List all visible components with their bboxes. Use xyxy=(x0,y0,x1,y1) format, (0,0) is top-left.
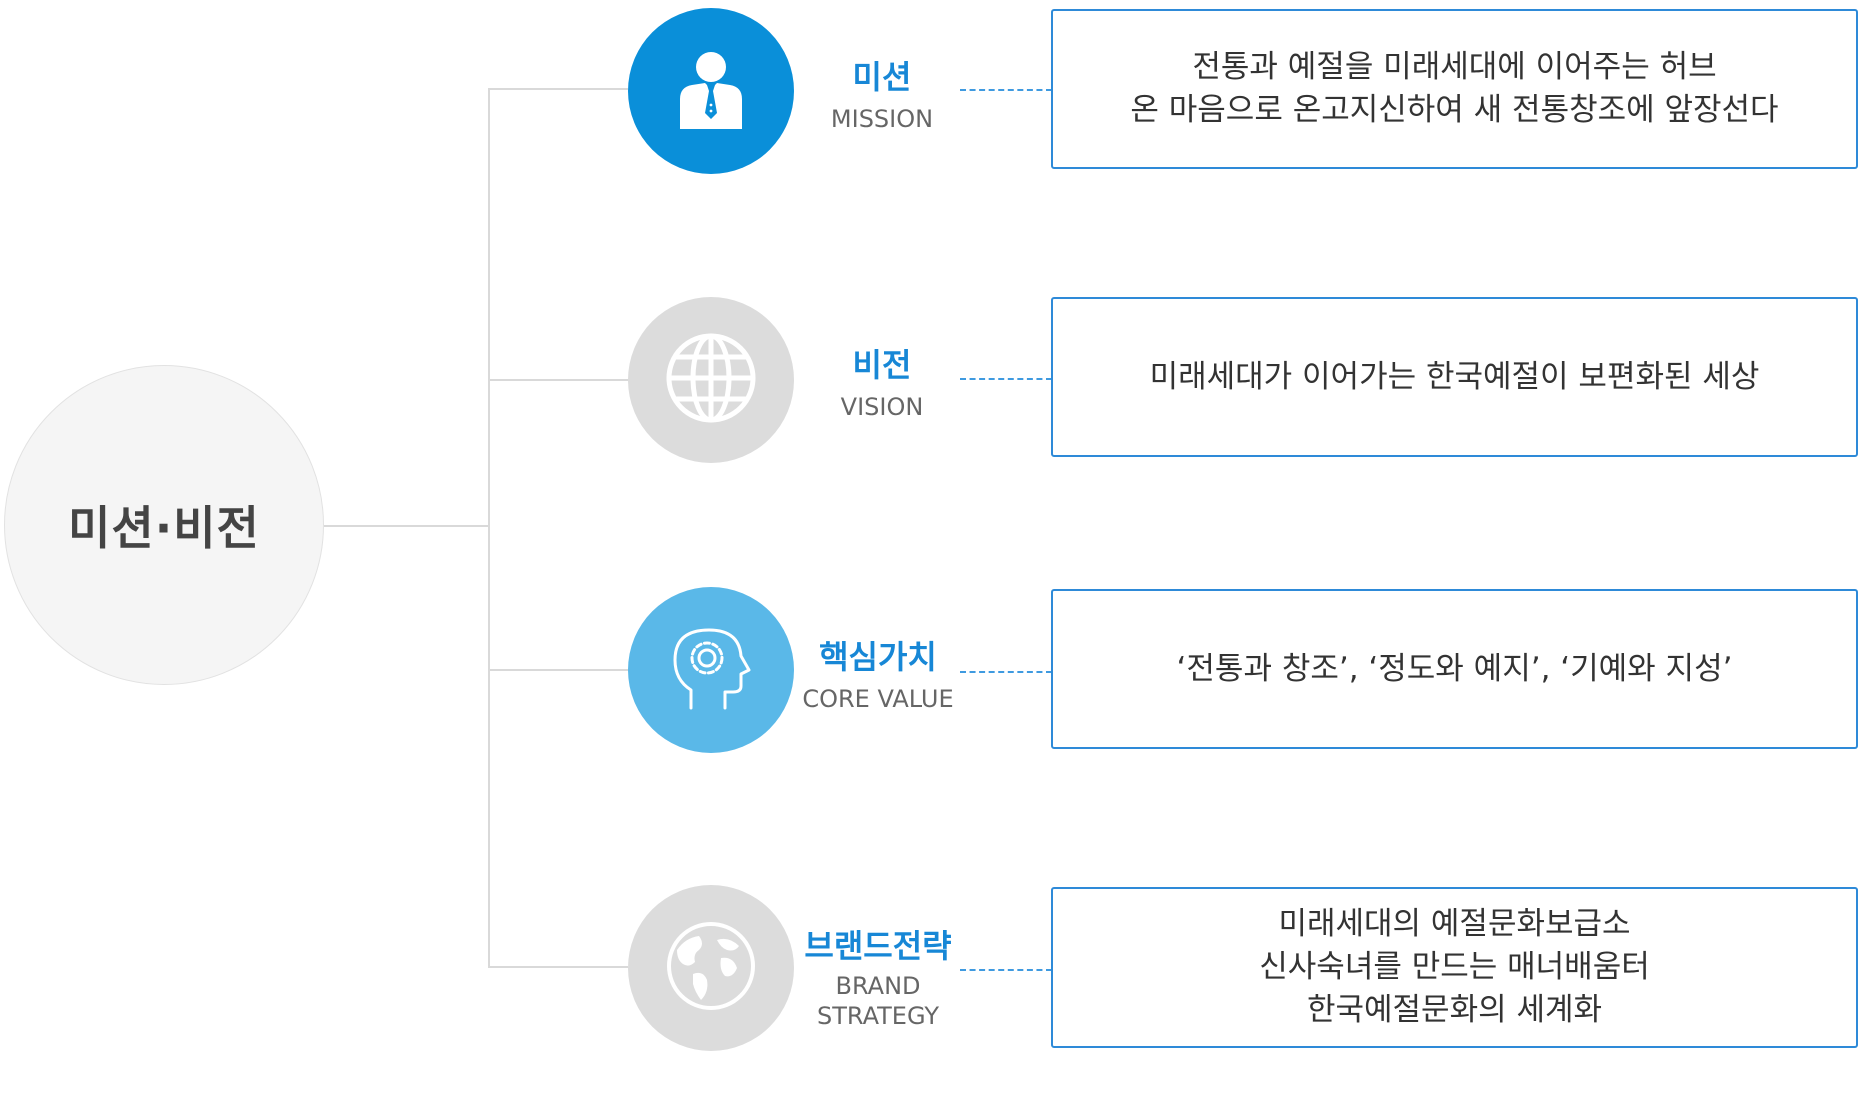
brand-strategy-subtitle-1: BRAND xyxy=(835,972,921,1000)
connector-branch-mission xyxy=(488,88,628,90)
core-value-dashed-connector xyxy=(960,671,1052,673)
mission-statement-box: 전통과 예절을 미래세대에 이어주는 허브 온 마음으로 온고지신하여 새 전통… xyxy=(1051,9,1858,169)
world-map-icon xyxy=(663,918,759,1018)
core-value-statement-box: ‘전통과 창조’, ‘정도와 예지’, ‘기예와 지성’ xyxy=(1051,589,1858,749)
connector-branch-core-value xyxy=(488,669,628,671)
brand-strategy-icon-circle xyxy=(628,885,794,1051)
core-value-title: 핵심가치 xyxy=(819,638,937,676)
mission-vision-root-circle: 미션·비전 xyxy=(4,365,324,685)
connector-vertical-trunk xyxy=(488,88,490,968)
mission-statement-line-1: 전통과 예절을 미래세대에 이어주는 허브 xyxy=(1192,49,1717,85)
head-gear-icon xyxy=(669,624,753,716)
mission-dashed-connector xyxy=(960,89,1052,91)
vision-statement-box: 미래세대가 이어가는 한국예절이 보편화된 세상 xyxy=(1051,297,1858,457)
core-value-subtitle: CORE VALUE xyxy=(802,685,954,713)
vision-title: 비전 xyxy=(852,346,912,384)
vision-subtitle: VISION xyxy=(840,393,924,421)
vision-icon-circle xyxy=(628,297,794,463)
businessman-icon xyxy=(676,49,746,133)
brand-strategy-statement-line-2: 신사숙녀를 만드는 매너배움터 xyxy=(1259,949,1650,985)
mission-statement-line-2: 온 마음으로 온고지신하여 새 전통창조에 앞장선다 xyxy=(1130,92,1779,128)
mission-subtitle: MISSION xyxy=(830,105,934,133)
brand-strategy-subtitle-2: STRATEGY xyxy=(816,1002,940,1030)
connector-horizontal-root xyxy=(324,525,488,527)
mission-icon-circle xyxy=(628,8,794,174)
brand-strategy-title: 브랜드전략 xyxy=(804,927,952,965)
mission-title: 미션 xyxy=(852,58,912,96)
globe-grid-icon xyxy=(663,330,759,430)
vision-statement-line-1: 미래세대가 이어가는 한국예절이 보편화된 세상 xyxy=(1149,358,1760,395)
core-value-statement-line-1: ‘전통과 창조’, ‘정도와 예지’, ‘기예와 지성’ xyxy=(1176,650,1733,687)
root-label: 미션·비전 xyxy=(68,501,260,555)
brand-strategy-dashed-connector xyxy=(960,969,1052,971)
brand-strategy-statement-line-3: 한국예절문화의 세계화 xyxy=(1306,992,1603,1028)
vision-dashed-connector xyxy=(960,378,1052,380)
connector-branch-brand-strategy xyxy=(488,966,628,968)
core-value-icon-circle xyxy=(628,587,794,753)
connector-branch-vision xyxy=(488,379,628,381)
brand-strategy-statement-line-1: 미래세대의 예절문화보급소 xyxy=(1278,906,1631,942)
brand-strategy-statement-box: 미래세대의 예절문화보급소 신사숙녀를 만드는 매너배움터 한국예절문화의 세계… xyxy=(1051,887,1858,1048)
